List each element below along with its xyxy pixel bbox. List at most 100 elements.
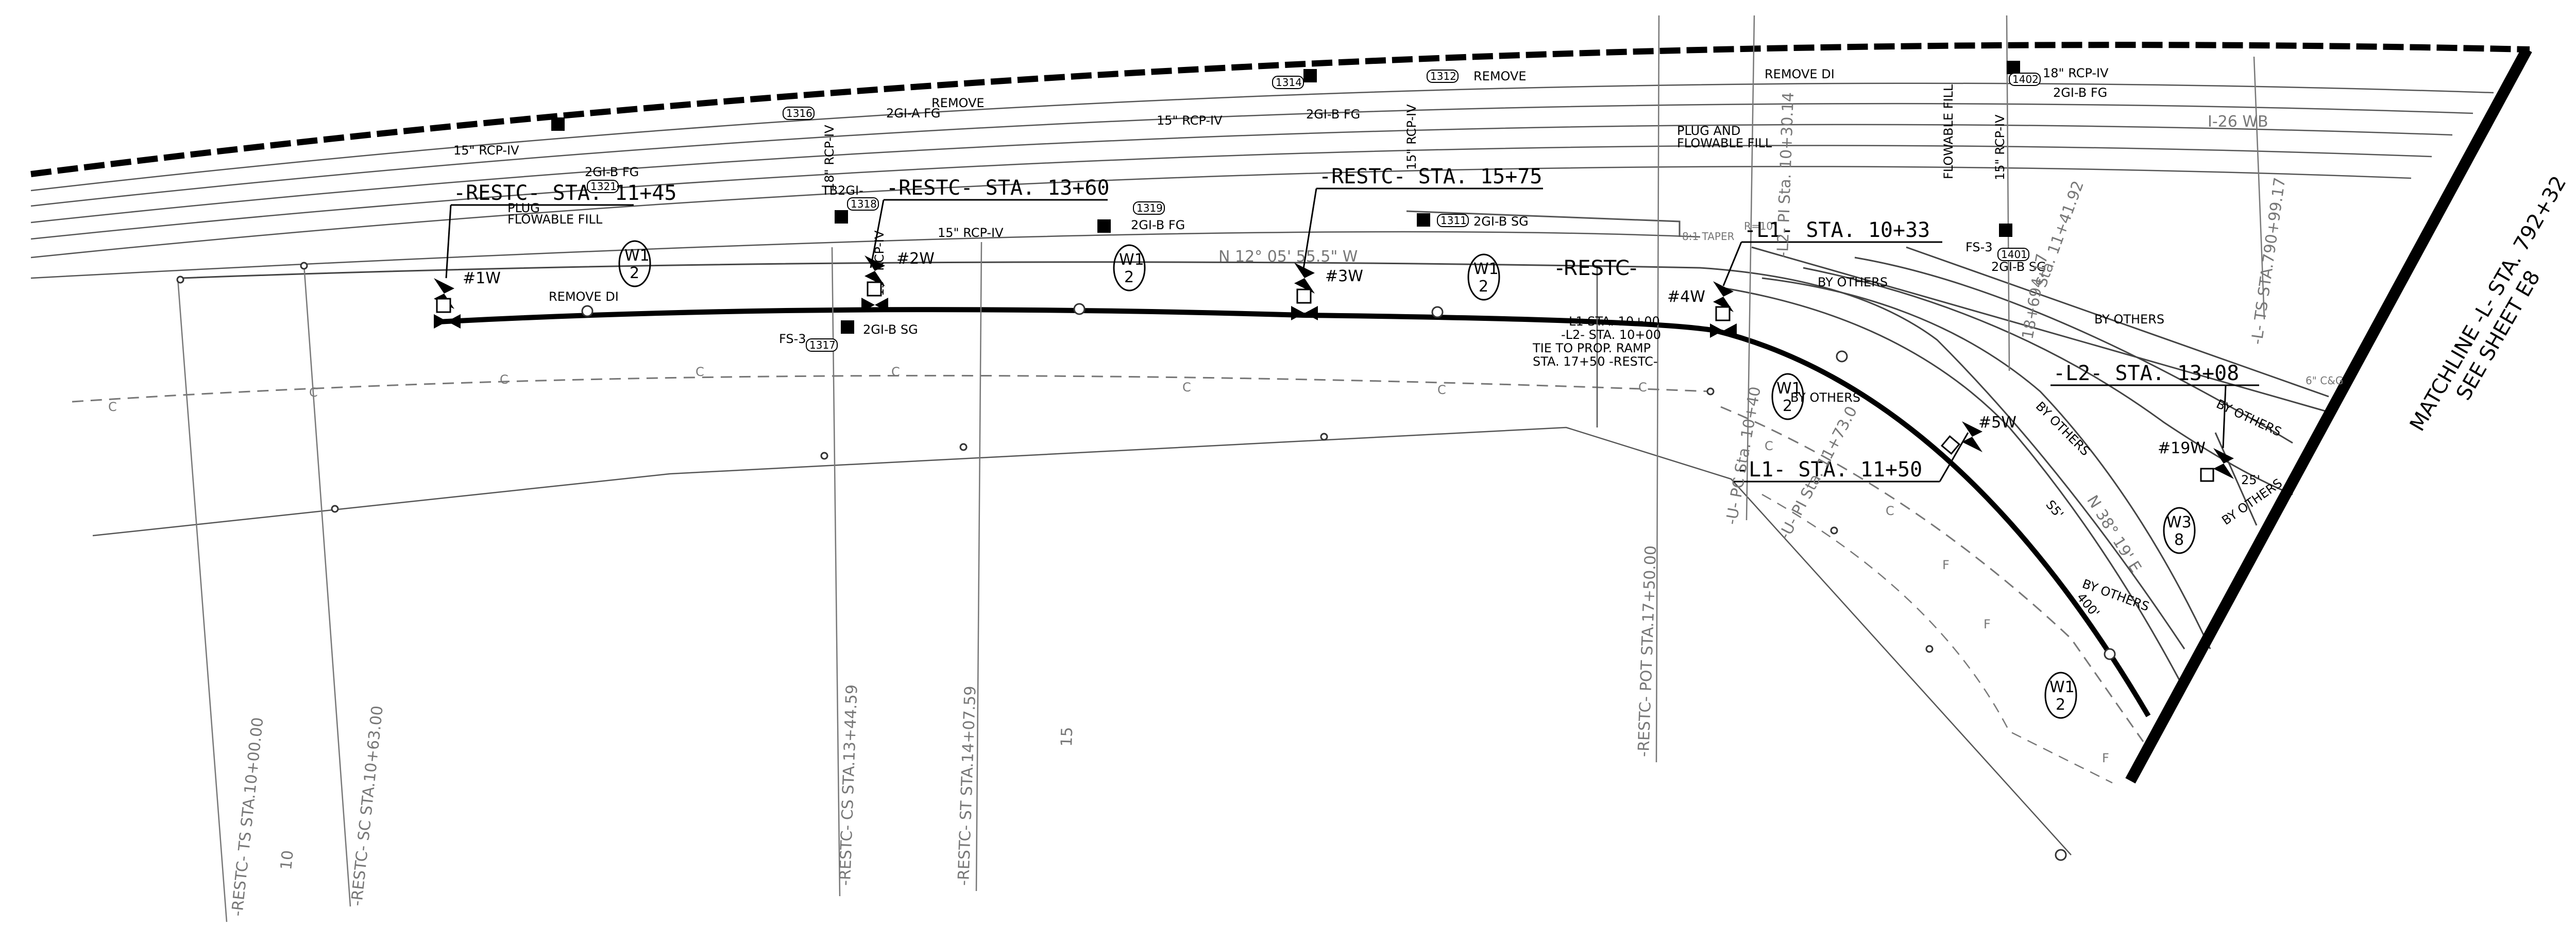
label-bearing: N 12° 05' 55.5" W	[1218, 248, 1358, 266]
ditch-w1-e-num: 2	[2056, 696, 2065, 714]
ditch-w3-num: 8	[2174, 531, 2184, 549]
matchline	[2125, 46, 2532, 784]
drainage-structures	[551, 61, 2020, 334]
pipe-label-15rcp-a: 15" RCP-IV	[453, 143, 519, 158]
well-5w[interactable]: #5W	[1940, 414, 2016, 455]
pipe-labels: 15" RCP-IV 2GI-B FG 2GI-A FG 15" RCP-IV …	[453, 66, 2109, 346]
tie-line-2: -L2- STA. 10+00	[1561, 328, 1661, 342]
pipe-label-15rcp-e: 15" RCP-IV	[1404, 104, 1419, 170]
callout-restc-1145: -RESTC- STA. 11+45	[453, 181, 676, 205]
well-1w[interactable]: #1W	[434, 269, 501, 329]
label-restc-cs: -RESTC- CS STA.13+44.59	[836, 684, 861, 886]
callout-l1-1033: -L1- STA. 10+33	[1744, 218, 1930, 242]
label-r10: R=10'	[1744, 220, 1776, 232]
note-plug: PLUG	[507, 201, 540, 215]
structure-1319: 1319	[1137, 202, 1163, 214]
ditch-w3: W3 8	[2163, 507, 2196, 554]
well-2w[interactable]: #2W	[861, 250, 935, 312]
svg-text:C: C	[1638, 380, 1647, 395]
note-flowable-fill-c: FLOWABLE FILL	[1941, 84, 1956, 179]
label-tick-10: 10	[277, 849, 297, 871]
callout-l2-1308: -L2- STA. 13+08	[2053, 362, 2239, 385]
note-plug-and: PLUG AND	[1677, 124, 1740, 138]
note-by-others-d: BY OTHERS	[2033, 399, 2093, 458]
restc-storm-line	[437, 307, 2151, 717]
structure-1318: 1318	[851, 198, 877, 210]
svg-text:F: F	[2102, 751, 2109, 765]
ditch-w3-label: W3	[2166, 513, 2192, 532]
ditch-w1-b-num: 2	[1124, 268, 1134, 286]
limit-line-lower	[92, 268, 2072, 855]
svg-text:C: C	[1886, 504, 1894, 518]
station-lines	[177, 15, 2265, 922]
road-box	[1406, 210, 1681, 237]
inlet-label-2gib-fg-a: 2GI-B FG	[585, 165, 639, 179]
tie-text: L1 STA. 10+00 -L2- STA. 10+00 TIE TO PRO…	[1532, 314, 1661, 369]
svg-text:C: C	[500, 372, 509, 387]
label-l-ts: -L- TS STA.790+99.17	[2248, 176, 2289, 346]
inlet-label-2gia-fg: 2GI-A FG	[886, 106, 941, 121]
inlet-label-2gib-sg-b: 2GI-B SG	[863, 322, 918, 337]
matchline-line-1: MATCHLINE -L- STA. 792+32	[2405, 172, 2571, 435]
callout-l1-1150: -L1- STA. 11+50	[1736, 458, 1922, 482]
structure-numbers: 1321 1316 1318 1319 1314 1312 1311 1317 …	[590, 70, 2039, 351]
well-symbols[interactable]: #1W #2W #3W #4W #5W #19W	[434, 250, 2234, 482]
well-label-2w: #2W	[896, 250, 935, 268]
svg-text:C: C	[1437, 383, 1446, 397]
well-label-3w: #3W	[1325, 267, 1363, 285]
inlet-label-2gib-sg-c: 2GI-B SG	[1991, 260, 2046, 274]
structure-1316: 1316	[786, 107, 812, 119]
pipe-label-15rcp-c: 15" RCP-IV	[938, 226, 1004, 240]
structure-1402: 1402	[2012, 73, 2039, 85]
label-restc-sc: -RESTC- SC STA.10+63.00	[348, 705, 387, 906]
pipe-label-15rcp-b: 15" RCP-IV	[1157, 113, 1223, 128]
points	[176, 262, 2116, 861]
label-u-pc: -U- PC Sta. 10+40	[1722, 385, 1765, 526]
label-plan-bearing: N 38° 19' E	[2083, 492, 2145, 576]
ditch-w1-b: W1 2	[1113, 244, 1146, 292]
svg-text:F: F	[1942, 558, 1950, 572]
svg-text:C: C	[696, 365, 704, 379]
pipe-label-15rcp-f: 15" RCP-IV	[1993, 114, 2007, 180]
well-label-19w: #19W	[2158, 439, 2206, 457]
well-label-4w: #4W	[1667, 288, 1705, 306]
inlet-label-2gib-fg-d: 2GI-B FG	[2053, 85, 2107, 100]
note-by-others-a: BY OTHERS	[1818, 275, 1888, 289]
ditch-w1-a-label: W1	[624, 247, 650, 265]
callout-restc-1575: -RESTC- STA. 15+75	[1319, 165, 1542, 189]
svg-text:C: C	[891, 365, 900, 379]
note-remove-a: REMOVE	[1473, 69, 1527, 83]
svg-text:C: C	[309, 385, 318, 400]
note-flowable-fill: FLOWABLE FILL	[507, 212, 603, 227]
tie-line-3: TIE TO PROP. RAMP	[1532, 341, 1651, 355]
note-flowable-fill-b: FLOWABLE FILL	[1677, 136, 1772, 150]
structure-tags	[587, 70, 2041, 352]
well-label-5w: #5W	[1978, 414, 2016, 432]
tie-line-1: L1 STA. 10+00	[1569, 314, 1660, 329]
note-remove: REMOVE	[931, 96, 985, 110]
inlet-label-2gib-fg-b: 2GI-B FG	[1306, 107, 1360, 122]
pipe-label-18rcp-a: 18" RCP-IV	[2043, 66, 2109, 80]
ditch-w1-c-num: 2	[1479, 278, 1488, 296]
well-3w[interactable]: #3W	[1291, 263, 1363, 320]
svg-text:C: C	[1765, 439, 1773, 453]
inlet-label-2gib-fg-c: 2GI-B FG	[1131, 218, 1185, 232]
note-by-others-c: BY OTHERS	[2094, 312, 2164, 327]
ditch-w1-a: W1 2	[618, 240, 651, 287]
well-4w[interactable]: #4W	[1667, 281, 1737, 338]
ditch-w1-d-label: W1	[1776, 380, 1802, 398]
label-cg: 6" C&G	[2306, 374, 2343, 387]
note-remove-di-b: REMOVE DI	[1765, 67, 1835, 81]
matchline-label: MATCHLINE -L- STA. 792+32 SEE SHEET E8	[2405, 172, 2571, 435]
edge-of-pavement	[180, 256, 2293, 680]
ditch-w1-a-num: 2	[630, 264, 639, 282]
ditch-w1-d-num: 2	[1783, 397, 1792, 415]
well-label-1w: #1W	[463, 269, 501, 287]
label-25ft: 25'	[2241, 473, 2260, 487]
structure-1401: 1401	[2001, 248, 2027, 261]
well-19w[interactable]: #19W	[2158, 439, 2234, 482]
ditch-w1-d: W1 2	[1771, 373, 1804, 420]
structure-1312: 1312	[1430, 70, 1456, 82]
